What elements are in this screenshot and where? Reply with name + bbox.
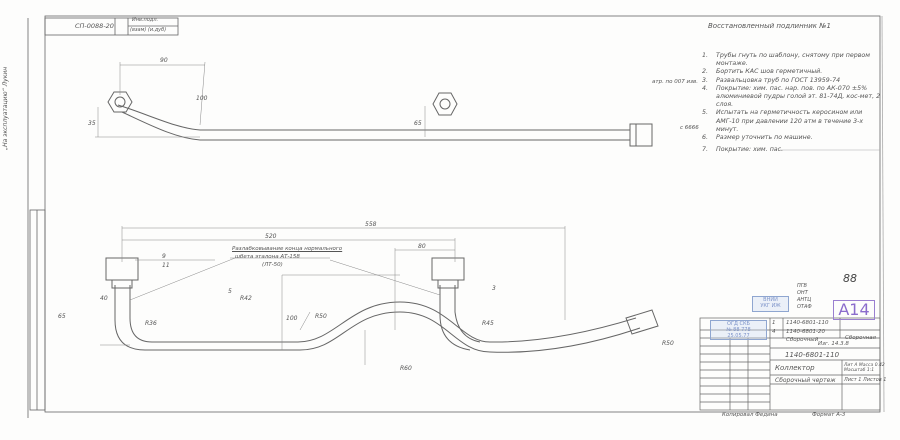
note-text: Бортить КАС шов герметичный. [716,68,823,76]
callout-line3: (ЛТ-50) [262,262,283,268]
note-text: Испытать на герметичность керосином или … [716,109,864,133]
dim-90: 90 [160,57,168,64]
bottom-end-fitting [625,309,659,335]
top-nut-left [107,91,133,113]
note-number: 1. [702,52,709,59]
spec-code-2: 1140-6801-20 [786,329,825,335]
dim-11: 11 [162,262,170,269]
dim-65b: 65 [58,313,66,320]
side-stamp-column [29,209,46,411]
part-name: Коллектор [775,364,815,372]
note-text: Покрытие: хим. пас. [716,146,784,154]
header-box-bottom: (взам) (и.дуб) [130,27,167,33]
date: Изг. 14.3.8 [818,341,849,347]
dim-9: 9 [162,253,166,260]
top-view-pipe [107,91,653,147]
dim-558: 558 [365,221,377,228]
note-text: Размер уточнить по машине. [716,134,813,142]
dim-r45: R45 [482,320,494,327]
dim-r42: R42 [240,295,252,302]
title-note: Восстановленный подлинник №1 [708,22,831,30]
note-item: 5. Испытать на герметичность керосином ил… [702,109,882,134]
title-block [699,317,881,411]
side-note: „На эксплуатацию“ Лукин [2,66,9,150]
note7-label: с 6666 [680,125,699,131]
drawing-number: 1140-6801-110 [785,351,840,359]
doc-type: Сборочный [786,337,819,343]
header-box-top: Инв.подл. [132,17,159,23]
note-item: 7. Покрытие: хим. пас. [702,146,882,154]
note-text: Покрытие: хим. пас. нар. пов. по АК-070 … [716,84,881,109]
note-number: 2. [702,68,709,76]
spec-code-1: 1140-6801-110 [786,320,829,326]
callout-line2: шбета эталона АТ-158 [235,254,300,260]
sheet-count: Лист 1 Листов 1 [844,377,887,383]
note-number: 5. [702,109,709,117]
header-code: СП-0088-20 [75,22,114,30]
spec-pos-2: 4 [772,329,776,335]
dim-100: 100 [196,95,208,102]
drawing-type: Сборочный чертеж [775,377,836,384]
spec-pos-1: 1 [772,320,776,326]
note4-label: атр. по 007 изв. [652,79,699,85]
pos-3: 3 [492,285,496,292]
callout-line1: Разлабковывание конца нормального [232,246,343,252]
paper-format: Формат А-3 [812,412,846,418]
col-label: Сборочная [845,335,876,341]
mark-88: 88 [843,272,857,285]
top-nut-middle [432,92,458,116]
pos-5: 5 [228,288,232,295]
technical-notes: 1. Трубы гнуть по шаблону, снятому при пе… [702,52,882,154]
dim-520: 520 [265,233,277,240]
bottom-view-pipe [105,257,659,353]
note-number: 4. [702,84,709,92]
note-number: 6. [702,134,709,142]
dim-r36: R36 [145,320,157,327]
note-text: Развальцовка труб по ГОСТ 13959-74 [716,76,841,84]
note-number: 7. [702,146,709,154]
note-item: 3. Развальцовка труб по ГОСТ 13959-74 [702,77,882,85]
bottom-nut-right [431,257,465,281]
top-end-fitting [629,123,653,147]
note-text: Трубы гнуть по шаблону, снятому при перв… [716,52,871,68]
dim-r60: R60 [400,365,412,372]
dim-100b: 100 [286,315,298,322]
note-item: 2. Бортить КАС шов герметичный. [702,68,882,76]
note-item: 6. Размер уточнить по машине. [702,134,882,142]
note-number: 3. [702,76,709,84]
copied-by: Копировал Федина [722,412,778,418]
header-stamp-box [44,17,179,36]
dim-40: 40 [100,295,108,302]
dim-r50: R50 [315,313,327,320]
dim-65: 65 [414,120,422,127]
note-item: 4. Покрытие: хим. пас. нар. пов. по АК-07… [702,85,882,110]
note-item: 1. Трубы гнуть по шаблону, снятому при пе… [702,52,882,68]
dim-80: 80 [418,243,426,250]
dim-r50b: R50 [662,340,674,347]
a14-stamp: A14 [833,300,875,320]
dim-35: 35 [88,120,96,127]
